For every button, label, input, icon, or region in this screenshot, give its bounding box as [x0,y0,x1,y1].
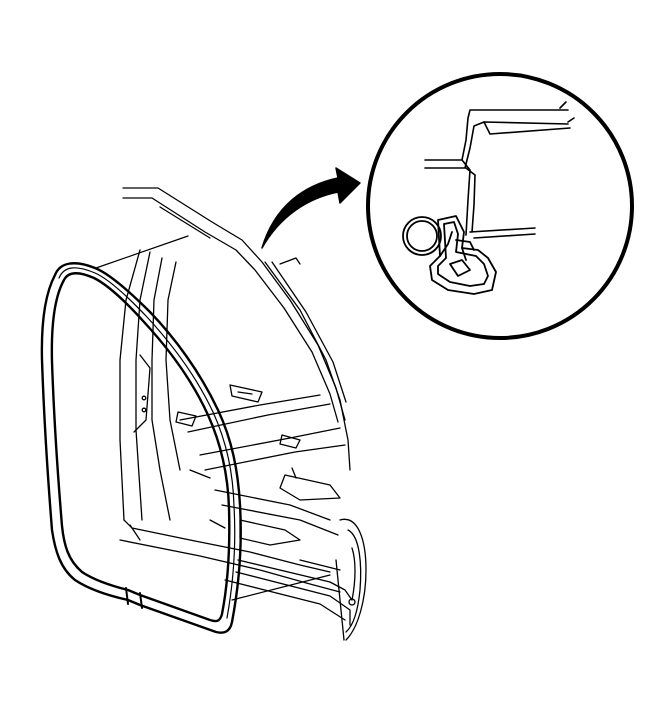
door-frame-body [119,187,367,641]
detail-callout-circle [366,72,634,340]
leader-lines [95,235,331,601]
callout-arrow [261,167,361,249]
callout-arrow-shaft [261,167,361,249]
door-opening-weatherstrip [40,262,242,634]
weatherstrip-cross-section [402,215,497,295]
flange-lines [424,101,575,239]
